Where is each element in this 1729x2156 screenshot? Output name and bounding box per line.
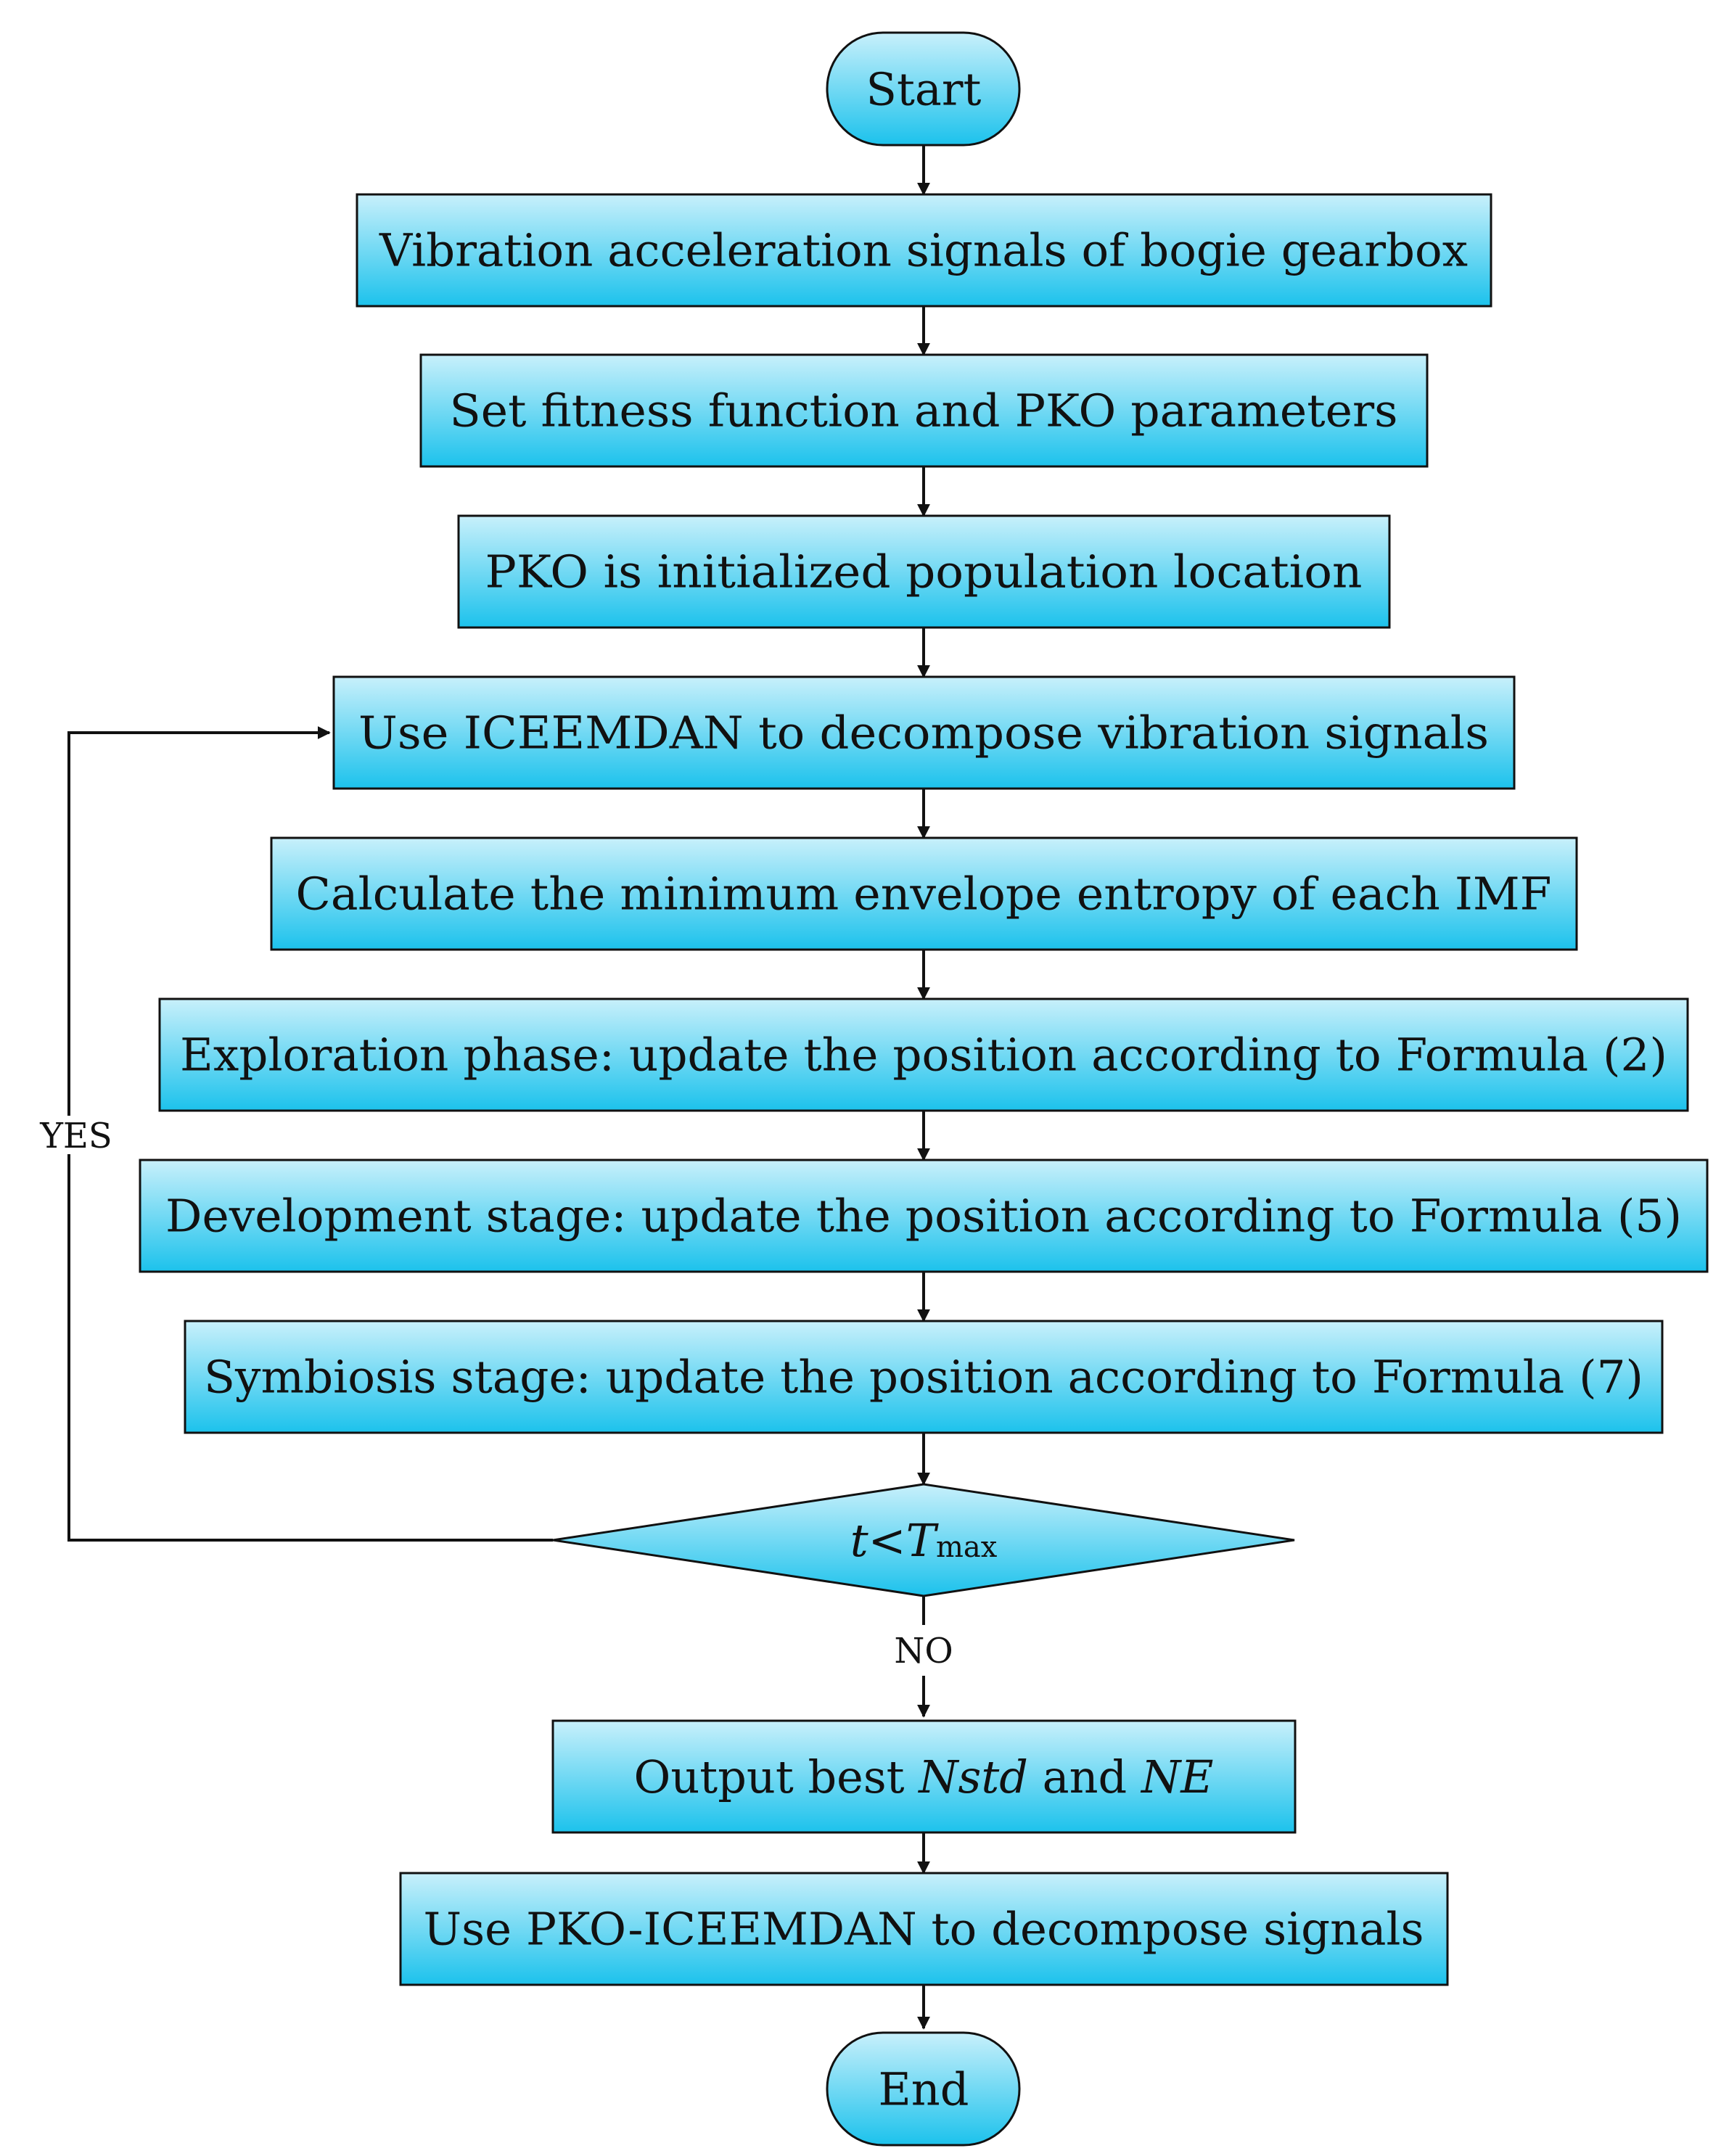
decision-shape <box>552 1483 1295 1597</box>
output-mid: and <box>1028 1750 1141 1803</box>
step4-label: Use ICEEMDAN to decompose vibration sign… <box>358 707 1489 760</box>
decision-var: t <box>850 1514 868 1567</box>
yes-loop-line <box>67 726 553 1542</box>
step5-label: Calculate the minimum envelope entropy o… <box>296 868 1552 921</box>
step8-label: Symbiosis stage: update the position acc… <box>204 1351 1643 1404</box>
process-step2: Set fitness function and PKO parameters <box>419 353 1429 468</box>
step10-label: Use PKO-ICEEMDAN to decompose signals <box>424 1903 1424 1956</box>
process-output: Output best Nstd and NE <box>551 1719 1297 1834</box>
decision-op: < <box>868 1514 906 1567</box>
process-step10: Use PKO-ICEEMDAN to decompose signals <box>399 1872 1449 1986</box>
step4-box <box>332 675 1516 790</box>
end-terminal: End <box>826 2031 1021 2147</box>
decision-bound-sub: max <box>936 1531 998 1564</box>
step1-label: Vibration acceleration signals of bogie … <box>379 224 1468 277</box>
output-param1: Nstd <box>917 1750 1028 1803</box>
step2-box <box>419 353 1429 468</box>
process-step7: Development stage: update the position a… <box>139 1159 1709 1273</box>
step8-box <box>184 1320 1664 1434</box>
step1-box <box>356 193 1492 308</box>
process-step6: Exploration phase: update the position a… <box>158 997 1689 1112</box>
output-label: Output best Nstd and NE <box>634 1750 1214 1803</box>
end-shape <box>826 2031 1021 2147</box>
process-step3: PKO is initialized population location <box>457 514 1391 629</box>
process-step8: Symbiosis stage: update the position acc… <box>184 1320 1664 1434</box>
step2-label: Set fitness function and PKO parameters <box>450 384 1398 437</box>
step3-label: PKO is initialized population location <box>485 546 1363 598</box>
step7-box <box>139 1159 1709 1273</box>
output-prefix: Output best <box>634 1750 919 1803</box>
process-step4: Use ICEEMDAN to decompose vibration sign… <box>332 675 1516 790</box>
step6-label: Exploration phase: update the position a… <box>180 1029 1667 1082</box>
end-label: End <box>879 2063 969 2116</box>
step7-label: Development stage: update the position a… <box>165 1190 1682 1243</box>
decision-label: t<Tmax <box>850 1514 998 1567</box>
start-terminal: Start <box>826 31 1021 147</box>
no-label: NO <box>894 1631 953 1671</box>
process-step1: Vibration acceleration signals of bogie … <box>356 193 1492 308</box>
start-label: Start <box>866 63 982 116</box>
output-param2: NE <box>1140 1750 1214 1803</box>
start-shape <box>826 31 1021 147</box>
decision-bound: T <box>906 1514 940 1567</box>
step3-box <box>457 514 1391 629</box>
process-step5: Calculate the minimum envelope entropy o… <box>270 836 1578 951</box>
decision-diamond: t<Tmax <box>552 1483 1295 1597</box>
yes-label: YES <box>39 1116 112 1156</box>
connectors <box>67 145 930 2030</box>
step6-box <box>158 997 1689 1112</box>
step5-box <box>270 836 1578 951</box>
output-box <box>551 1719 1297 1834</box>
step10-box <box>399 1872 1449 1986</box>
